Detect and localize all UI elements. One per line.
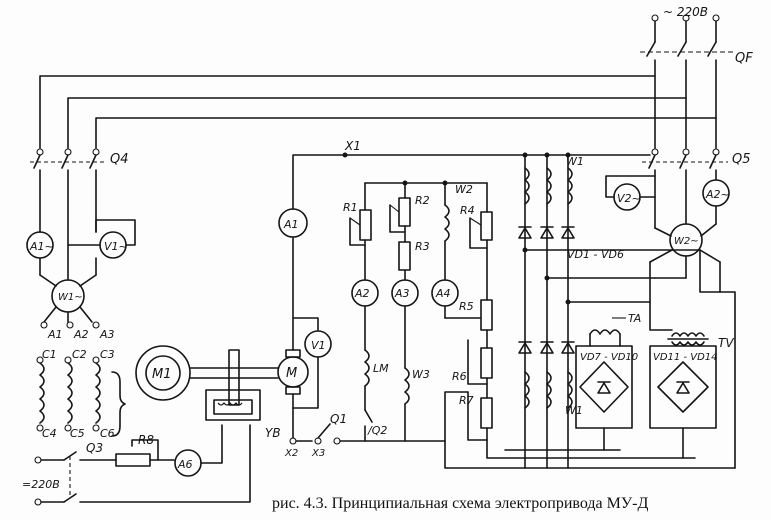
w3-label: W3 [412,368,430,381]
armature-circuit [278,152,651,445]
v1-ac-label: V1~ [104,240,128,253]
dc-supply-label: =220В [22,478,60,491]
c3-label: C3 [100,348,115,361]
x2-label: X2 [284,448,298,459]
bridge-vd11-vd14 [649,332,717,459]
v1-label: V1 [311,339,326,352]
r8-label: R8 [138,433,154,447]
a6-label: A6 [177,458,193,471]
w1-bot-label: W1 [565,404,583,417]
c6-label: C6 [100,427,115,440]
bridge-vd7-vd10 [575,329,633,451]
control-circuit [349,180,493,442]
w2-label: W2 [455,183,473,196]
w2-meter-label: W2~ [674,236,699,247]
r7-label: R7 [459,394,474,407]
r3-label: R3 [415,240,430,253]
brake-yb [205,349,261,421]
c2-label: C2 [72,348,87,361]
v2-ac-label: V2~ [617,192,641,205]
a2-ac-label: A2~ [705,188,730,201]
a3-label: A3 [394,287,410,300]
pa2-label: A2 [73,328,89,341]
pa1-label: A1 [47,328,63,341]
a1-label: A1 [283,218,299,231]
vd1-label: VD1 - VD6 [567,248,624,261]
c4-label: C4 [42,427,57,440]
r4-label: R4 [460,204,475,217]
q1-label: Q1 [330,412,347,426]
ammeter-a2-ac [702,179,730,225]
q4-label: Q4 [110,152,129,167]
switch-q5 [642,148,728,229]
r1-label: R1 [343,201,358,214]
lm-label: LM [373,362,389,375]
r2-label: R2 [415,194,430,207]
x1-label: X1 [344,139,361,153]
m1-label: M1 [152,367,172,382]
q2-label: /Q2 [367,424,387,437]
wattmeter-w1 [39,257,97,323]
q5-label: Q5 [732,152,751,167]
x3-label: X3 [311,448,325,459]
c5-label: C5 [70,427,85,440]
r6-label: R6 [452,370,467,383]
ac-supply-terminals [651,14,720,43]
stator-coils [36,356,126,437]
w1-top-label: W1 [566,155,584,168]
dc-supply-q3 [34,424,251,506]
wattmeter-w2 [649,223,736,469]
pa3-label: A3 [99,328,115,341]
voltmeter-v2-ac [605,175,656,211]
qf-label: QF [735,51,753,66]
supply-top-label: ~ 220В [663,5,708,19]
ammeter-a1-ac [26,231,54,276]
a2-label: A2 [354,287,370,300]
figure-caption: рис. 4.3. Принципиальная схема электропр… [272,495,649,512]
a1-ac-label: A1~ [29,240,54,253]
phase-terminals [40,321,100,329]
feeder-lines [39,75,717,149]
yb-label: YB [265,426,281,440]
r5-label: R5 [459,300,474,313]
magnetic-amplifier [444,152,736,469]
breaker-qf [640,41,735,149]
ta-label: TA [628,312,641,325]
m-label: M [286,366,297,381]
vd7-label: VD7 - VD10 [580,352,638,363]
vd11-label: VD11 - VD14 [653,352,718,363]
a4-label: A4 [435,287,451,300]
voltmeter-v1-ac [67,219,136,259]
tv-label: TV [718,336,734,350]
c1-label: C1 [42,348,57,361]
switch-q4 [30,148,106,281]
w1-meter-label: W1~ [58,292,83,303]
q3-label: Q3 [86,441,103,455]
motor-m1 [135,345,279,401]
